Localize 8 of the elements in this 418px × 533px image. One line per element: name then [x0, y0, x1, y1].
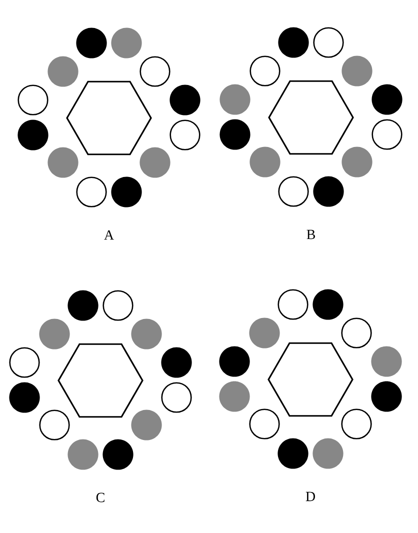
hexagon	[66, 80, 152, 156]
hexagon	[58, 343, 144, 418]
option-label: B	[306, 230, 315, 240]
hexagon	[268, 342, 354, 417]
option-label: A	[104, 230, 114, 240]
option-label: C	[96, 492, 104, 502]
hexagon	[268, 80, 354, 155]
option-label: D	[306, 492, 315, 502]
